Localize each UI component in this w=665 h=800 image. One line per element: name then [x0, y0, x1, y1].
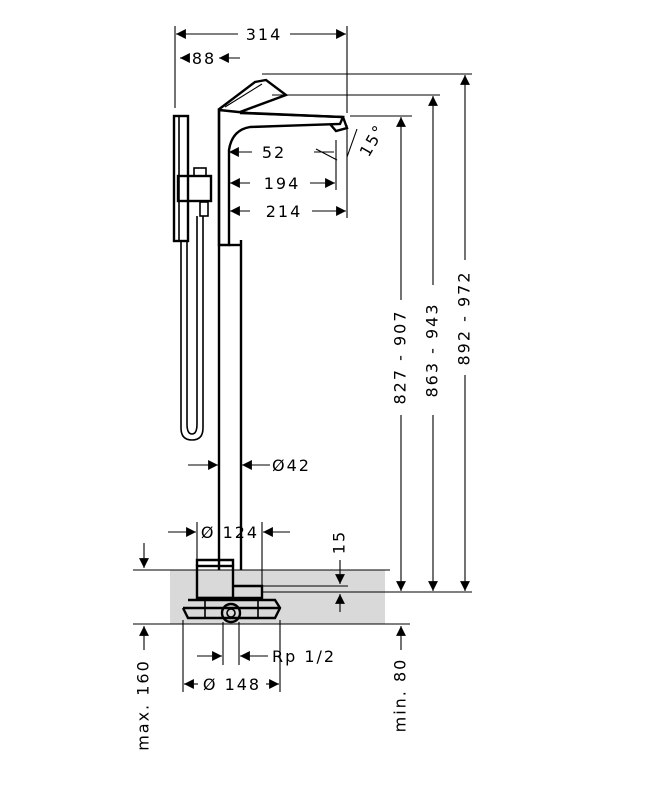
dim-base-height: 15 — [330, 530, 349, 554]
dim-52: 52 — [262, 143, 286, 162]
dim-214: 214 — [266, 202, 303, 221]
dim-base-diameter: Ø 124 — [201, 523, 259, 542]
dim-314: 314 — [246, 25, 283, 44]
dim-88: 88 — [192, 49, 216, 68]
dim-flange-diameter: Ø 148 — [203, 675, 261, 694]
dimension-labels: 314 88 52 194 214 15° 827 - 907 863 - 94… — [134, 25, 474, 751]
dim-height-low: 827 - 907 — [391, 309, 410, 404]
dimension-lines — [139, 26, 472, 692]
dim-min-depth: min. 80 — [391, 658, 410, 733]
dim-height-mid: 863 - 943 — [423, 302, 442, 397]
dim-angle: 15° — [356, 121, 390, 160]
dim-194: 194 — [264, 174, 301, 193]
faucet-body — [172, 78, 349, 624]
dim-column-diameter: Ø42 — [272, 456, 311, 475]
floor-section — [133, 569, 410, 625]
dim-connection: Rp 1/2 — [272, 647, 336, 666]
dim-height-high: 892 - 972 — [455, 270, 474, 365]
dim-max-depth: max. 160 — [134, 659, 153, 751]
